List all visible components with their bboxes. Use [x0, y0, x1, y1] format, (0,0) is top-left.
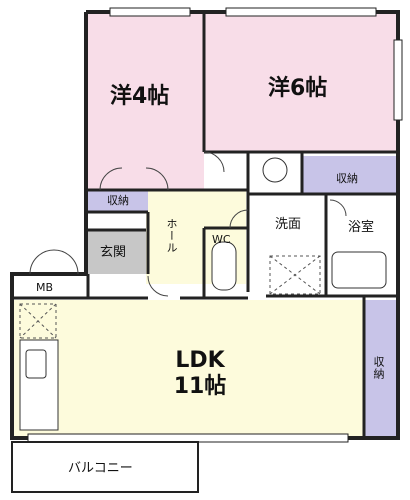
- balcony-outline: [11, 441, 199, 493]
- door-swings: [29, 151, 347, 297]
- storage-western-small: [86, 190, 148, 212]
- hall-label: ホール: [165, 218, 178, 254]
- walls: [10, 10, 400, 440]
- ldk-label: LDK 11帖: [160, 348, 240, 401]
- ldk-size: 11帖: [173, 374, 227, 400]
- storage-western-large: [302, 156, 398, 194]
- toilet-icon: [211, 241, 237, 291]
- entrance-area: [86, 230, 146, 274]
- sink-icon: [25, 349, 47, 379]
- refrigerator-space-icon: [19, 303, 57, 339]
- western-large-room: [204, 14, 398, 152]
- washroom-label: 洗面: [275, 217, 302, 232]
- western-large-label: 洋6帖: [268, 76, 328, 101]
- western-small-label: 洋4帖: [110, 84, 170, 109]
- western-small-room: [86, 14, 204, 190]
- entrance-label: 玄関: [100, 245, 127, 260]
- storage-ldk: [364, 300, 398, 436]
- bathtub-icon: [331, 251, 387, 289]
- interior-walls: [12, 12, 398, 438]
- storage-western-large-label: 収納: [336, 172, 358, 185]
- storage-ldk-label: 収納: [372, 356, 385, 380]
- washbasin-icon: [262, 157, 288, 183]
- ldk-name: LDK: [175, 348, 225, 373]
- bathroom-label: 浴室: [348, 220, 375, 235]
- balcony-label: バルコニー: [68, 461, 133, 476]
- wc-label: WC: [212, 233, 231, 246]
- laundry-pan-icon: [269, 255, 321, 295]
- mb-label: MB: [36, 281, 54, 294]
- fixtures: [19, 157, 387, 431]
- storage-western-small-label: 収納: [107, 194, 129, 207]
- ldk-room: [12, 300, 364, 436]
